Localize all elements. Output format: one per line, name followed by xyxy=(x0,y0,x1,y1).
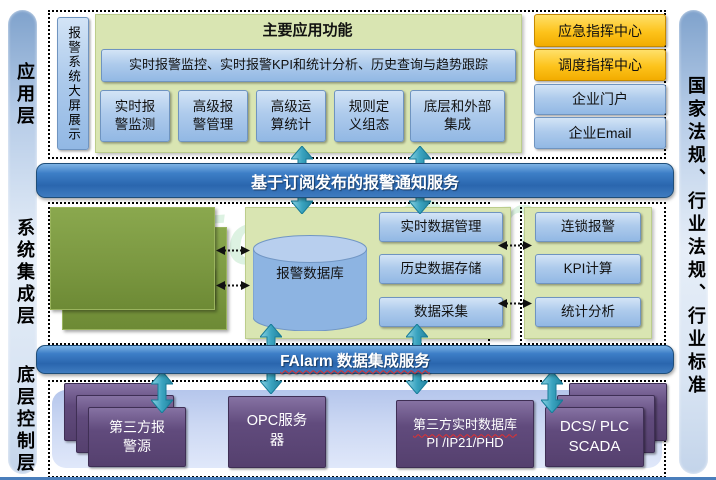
teal-double-arrow-icon xyxy=(541,371,563,413)
alarm-database-label: 报警数据库 xyxy=(276,266,344,281)
layer-label-control: 底层控制层 xyxy=(15,365,35,475)
layer-label-integration: 系统集成层 xyxy=(15,218,35,328)
function-box-advanced-alarm: 高级报 警管理 xyxy=(178,90,248,142)
source-box-opc-server: OPC服务 器 xyxy=(228,396,326,468)
service-box-history-storage: 历史数据存储 xyxy=(379,254,503,284)
falarm-integration-label: FAlarm 数据集成服务 xyxy=(280,352,430,370)
source-box-dcs-plc-scada: DCS/ PLC SCADA xyxy=(545,407,644,467)
dotted-double-arrow-icon xyxy=(216,281,250,290)
external-box-enterprise-email: 企业Email xyxy=(534,117,666,149)
layer-label-application: 应用层 xyxy=(15,62,35,128)
monitoring-summary-bar: 实时报警监控、实时报警KPI和统计分析、历史查询与趋势跟踪 xyxy=(101,49,516,82)
database-cylinder-icon xyxy=(253,235,367,331)
service-box-kpi-calc: KPI计算 xyxy=(535,254,641,284)
service-box-data-acquisition: 数据采集 xyxy=(379,297,503,327)
bottom-edge-line xyxy=(0,477,716,480)
main-functions-title: 主要应用功能 xyxy=(262,21,353,39)
function-box-rule-config: 规则定 义组态 xyxy=(334,90,404,142)
service-box-realtime-data: 实时数据管理 xyxy=(379,212,503,242)
rule-config-back-box xyxy=(50,207,215,310)
external-box-enterprise-portal: 企业门户 xyxy=(534,84,666,115)
right-regulations-banner: 国家法规、行业法规、行业标准 xyxy=(679,10,708,474)
dotted-double-arrow-icon xyxy=(216,246,250,255)
left-layer-banner: 应用层 系统集成层 底层控制层 xyxy=(8,10,37,475)
dotted-double-arrow-icon xyxy=(498,299,532,308)
external-box-emergency-center: 应急指挥中心 xyxy=(534,14,666,47)
function-box-realtime-monitor: 实时报 警监测 xyxy=(100,90,170,142)
service-box-interlock-alarm: 连锁报警 xyxy=(535,212,641,242)
rtdb-line1: 第三方实时数据库 xyxy=(412,417,517,433)
function-box-external-integration: 底层和外部 集成 xyxy=(410,90,505,142)
source-box-rtdb: 第三方实时数据库 PI /IP21/PHD xyxy=(396,400,534,468)
rtdb-line2: PI /IP21/PHD xyxy=(426,435,504,450)
function-box-advanced-stats: 高级运 算统计 xyxy=(256,90,326,142)
notification-service-label: 基于订阅发布的报警通知服务 xyxy=(250,174,459,192)
dotted-double-arrow-icon xyxy=(498,241,532,250)
notification-service-bar: 基于订阅发布的报警通知服务 xyxy=(36,163,674,198)
external-box-dispatch-center: 调度指挥中心 xyxy=(534,49,666,81)
regulations-label: 国家法规、行业法规、行业标准 xyxy=(686,76,706,398)
source-box-thirdparty-alarm: 第三方报 警源 xyxy=(88,407,186,467)
big-screen-display-box: 报警系统大屏展示 xyxy=(57,17,89,150)
integration-right-section xyxy=(520,202,666,345)
falarm-integration-bar: FAlarm 数据集成服务 xyxy=(36,345,674,374)
teal-double-arrow-icon xyxy=(151,371,173,413)
service-box-statistics: 统计分析 xyxy=(535,297,641,327)
